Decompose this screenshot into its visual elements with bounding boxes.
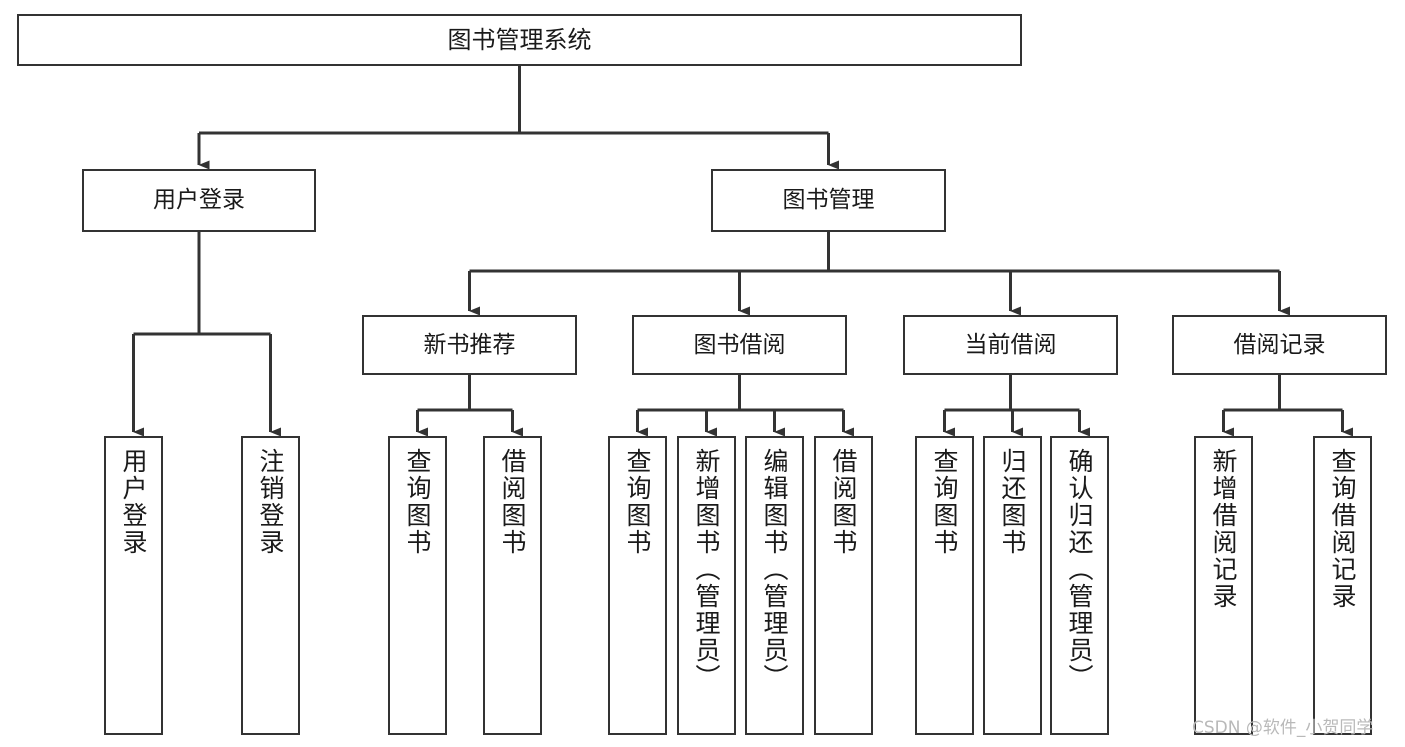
node-leaf-query-borrow-record[interactable]: 查询借阅记录 — [1313, 436, 1372, 735]
node-leaf-user-login[interactable]: 用户登录 — [104, 436, 163, 735]
node-label: 图书管理系统 — [447, 26, 592, 54]
node-leaf-edit-book-admin[interactable]: 编辑图书（管理员） — [745, 436, 804, 735]
node-user-login[interactable]: 用户登录 — [82, 169, 316, 232]
node-leaf-return-book[interactable]: 归还图书 — [983, 436, 1042, 735]
node-new-book-recommend[interactable]: 新书推荐 — [362, 315, 577, 375]
watermark: CSDN @软件_小贺同学 — [1192, 718, 1374, 738]
node-leaf-logout-login[interactable]: 注销登录 — [241, 436, 300, 735]
node-label: 归还图书 — [998, 448, 1027, 556]
node-label: 用户登录 — [153, 187, 245, 214]
node-label: 查询图书 — [623, 448, 652, 556]
node-label: 当前借阅 — [964, 331, 1057, 358]
node-leaf-query-book-current[interactable]: 查询图书 — [915, 436, 974, 735]
node-label: 图书借阅 — [693, 331, 786, 358]
node-label: 查询图书 — [930, 448, 959, 556]
node-leaf-confirm-return-admin[interactable]: 确认归还（管理员） — [1050, 436, 1109, 735]
node-label: 查询图书 — [403, 448, 432, 556]
node-leaf-borrow-book-recommend[interactable]: 借阅图书 — [483, 436, 542, 735]
node-label: 图书管理 — [782, 187, 875, 214]
node-leaf-borrow-book[interactable]: 借阅图书 — [814, 436, 873, 735]
node-label: 新书推荐 — [423, 331, 516, 358]
node-label: 新增借阅记录 — [1209, 448, 1238, 610]
node-label: 借阅图书 — [498, 448, 527, 556]
node-label: 编辑图书（管理员） — [760, 448, 789, 691]
node-borrow-record[interactable]: 借阅记录 — [1172, 315, 1387, 375]
node-leaf-query-book-recommend[interactable]: 查询图书 — [388, 436, 447, 735]
node-label: 新增图书（管理员） — [692, 448, 721, 691]
node-current-borrow[interactable]: 当前借阅 — [903, 315, 1118, 375]
node-book-manage[interactable]: 图书管理 — [711, 169, 946, 232]
node-label: 注销登录 — [256, 448, 285, 556]
node-label: 借阅记录 — [1233, 331, 1326, 358]
node-label: 用户登录 — [119, 448, 148, 556]
node-leaf-query-book-borrow[interactable]: 查询图书 — [608, 436, 667, 735]
node-label: 借阅图书 — [829, 448, 858, 556]
node-leaf-add-borrow-record[interactable]: 新增借阅记录 — [1194, 436, 1253, 735]
node-label: 确认归还（管理员） — [1065, 448, 1094, 691]
node-label: 查询借阅记录 — [1328, 448, 1357, 610]
node-book-management-system[interactable]: 图书管理系统 — [17, 14, 1022, 66]
node-leaf-add-book-admin[interactable]: 新增图书（管理员） — [677, 436, 736, 735]
node-book-borrow[interactable]: 图书借阅 — [632, 315, 847, 375]
